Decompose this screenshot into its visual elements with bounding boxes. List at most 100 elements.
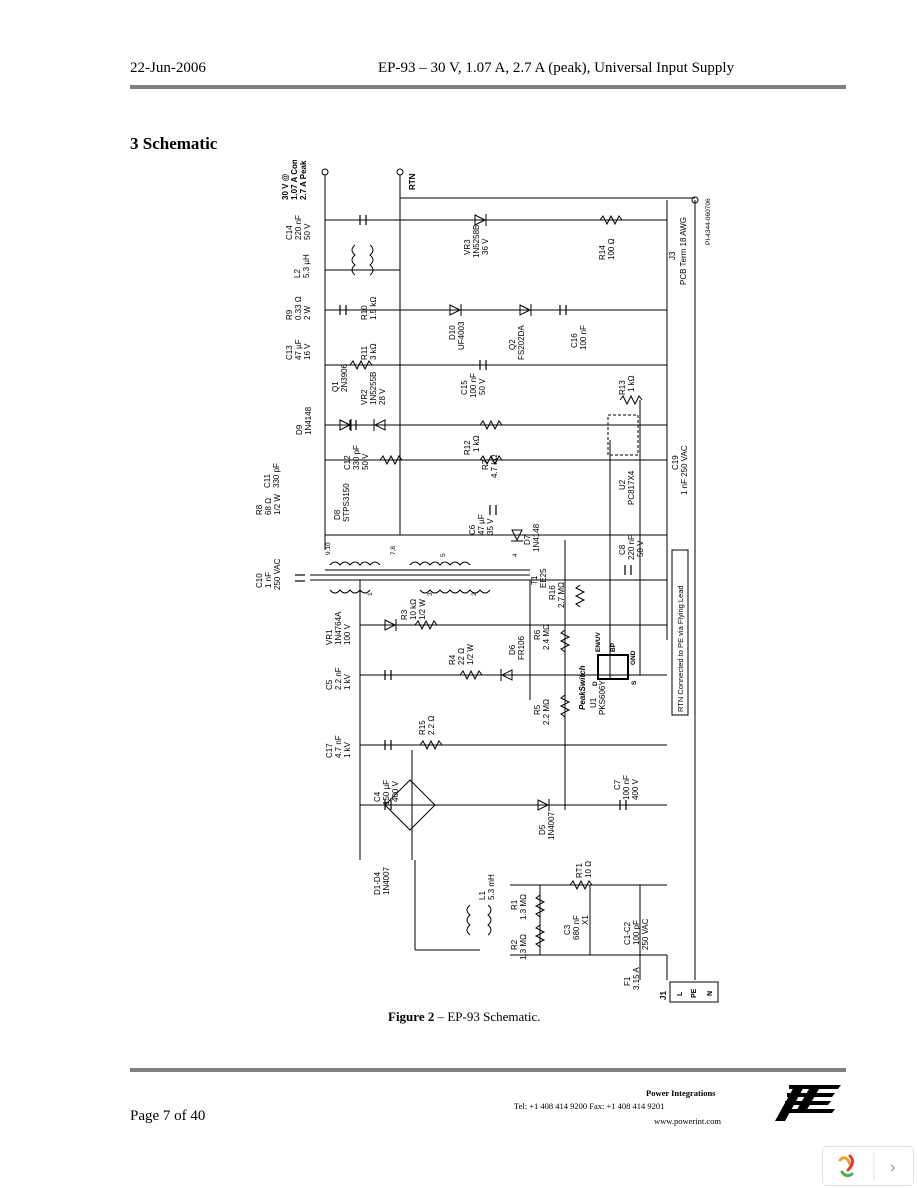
- output-voltage-label: 30 V @: [281, 173, 290, 200]
- header-date: 22-Jun-2006: [130, 60, 206, 76]
- c1c2-rating: 250 VAC: [641, 918, 650, 950]
- viewer-app-icon[interactable]: [838, 1154, 855, 1178]
- r16-label: R16: [548, 585, 557, 600]
- c13-rating: 16 V: [303, 343, 312, 360]
- vr2-rating: 28 V: [378, 388, 387, 405]
- figure-caption-text: – EP-93 Schematic.: [434, 1009, 541, 1024]
- r5-value: 2.2 MΩ: [542, 699, 551, 725]
- c6-value: 47 µF: [477, 514, 486, 535]
- schematic-diagram: 30 V @ 1.07 A Cont. 2.7 A Peak RTN C14 2…: [255, 160, 719, 1003]
- t1-label: T1: [530, 575, 539, 585]
- flying-lead-note: RTN Connected to PE via Flying Lead: [676, 585, 685, 712]
- t1-value: EE25: [539, 568, 548, 588]
- rt1-value: 10 Ω: [584, 861, 593, 878]
- d1d4-value: 1N4007: [382, 866, 391, 895]
- r8-label: R8: [255, 504, 264, 515]
- j1-pe-pin: PE: [691, 988, 698, 998]
- l2-value: 5.3 µH: [302, 254, 311, 278]
- r11-label: R11: [360, 345, 369, 360]
- c17-value: 4.7 nF: [334, 735, 343, 758]
- c13-value: 47 µF: [294, 339, 303, 360]
- u1-value: PKS606Y: [598, 680, 607, 715]
- footer-website[interactable]: www.powerint.com: [654, 1116, 721, 1126]
- c11-value: 330 pF: [272, 463, 281, 488]
- r12-value: 1 kΩ: [472, 435, 481, 452]
- vr2-label: VR2: [360, 389, 369, 405]
- vr3-value: 1N5258B: [472, 225, 481, 258]
- r4-rating: 1/2 W: [466, 644, 475, 665]
- output-peak-label: 2.7 A Peak: [299, 160, 308, 200]
- d10-label: D10: [448, 325, 457, 340]
- q1-value: 2N3906: [340, 363, 349, 392]
- c7-value: 100 nF: [622, 775, 631, 800]
- c8-rating: 50 V: [636, 540, 645, 557]
- u1-pin-d: D: [592, 681, 599, 686]
- d1d4-label: D1-D4: [373, 871, 382, 895]
- j3-label: J3: [668, 251, 677, 260]
- c4-rating: 400 V: [391, 780, 400, 802]
- d7-label: D7: [523, 534, 532, 545]
- c13-label: C13: [285, 345, 294, 360]
- t1-pin-7-8: 7,8: [390, 546, 397, 555]
- header-title: EP-93 – 30 V, 1.07 A, 2.7 A (peak), Univ…: [378, 60, 735, 76]
- c14-rating: 50 V: [303, 223, 312, 240]
- u1-pin-gnd: GND: [630, 650, 637, 665]
- figure-caption-number: Figure 2: [388, 1009, 435, 1024]
- c4-value: 150 µF: [382, 780, 391, 805]
- r15-label: R15: [418, 720, 427, 735]
- r9-value: 0.33 Ω: [294, 296, 303, 320]
- section-title: 3 Schematic: [130, 134, 218, 153]
- r3-label: R3: [400, 609, 409, 620]
- c3-value: 680 nF: [572, 915, 581, 940]
- t1-pin-5: 5: [440, 553, 447, 557]
- r3-value: 10 kΩ: [409, 599, 418, 620]
- c8-label: C8: [618, 544, 627, 555]
- c11-label: C11: [263, 473, 272, 488]
- c5-rating: 1 kV: [343, 673, 352, 690]
- c15-label: C15: [460, 380, 469, 395]
- t1-pin-1: 1: [367, 592, 374, 596]
- footer-company: Power Integrations: [646, 1088, 716, 1098]
- footer-phone: Tel: +1 408 414 9200 Fax: +1 408 414 920…: [514, 1101, 665, 1111]
- c15-value: 100 nF: [469, 373, 478, 398]
- u1-label: U1: [589, 697, 598, 708]
- r13-label: R13: [618, 380, 627, 395]
- r8-rating: 1/2 W: [273, 494, 282, 515]
- c16-value: 100 nF: [579, 325, 588, 350]
- page-number: Page 7 of 40: [130, 1108, 206, 1124]
- c14-label: C14: [285, 225, 294, 240]
- c5-label: C5: [325, 679, 334, 690]
- u2-value: PC817X4: [627, 470, 636, 505]
- d5-label: D5: [538, 824, 547, 835]
- l2-label: L2: [293, 269, 302, 278]
- footer-rule: [130, 1068, 846, 1072]
- vr3-label: VR3: [463, 239, 472, 255]
- r14-value: 100 Ω: [607, 238, 616, 260]
- d6-label: D6: [508, 644, 517, 655]
- r2-value: 1.3 MΩ: [519, 934, 528, 960]
- rtn-label: RTN: [408, 173, 417, 190]
- vr2-value: 1N5255B: [369, 372, 378, 405]
- t1-pin-4: 4: [512, 553, 519, 557]
- r3-rating: 1/2 W: [418, 599, 427, 620]
- r4-label: R4: [448, 654, 457, 665]
- r10-value: 1.5 kΩ: [369, 297, 378, 320]
- r6-value: 2.4 MΩ: [542, 624, 551, 650]
- c8-value: 220 nF: [627, 535, 636, 560]
- r13-value: 1 kΩ: [627, 375, 636, 392]
- c1c2-value: 100 pF: [632, 920, 641, 945]
- drawing-number: PI-4344-060706: [705, 198, 712, 245]
- next-page-chevron-icon[interactable]: ›: [890, 1159, 895, 1176]
- t1-pin-9-10: 9,10: [325, 542, 332, 555]
- figure-caption: Figure 2 – EP-93 Schematic.: [388, 1009, 541, 1025]
- j1-n-pin: N: [707, 991, 714, 996]
- c12-rating: 50 V: [361, 453, 370, 470]
- t1-pin-3: 3: [427, 592, 434, 596]
- c4-label: C4: [373, 791, 382, 802]
- u1-pin-bp: BP: [610, 642, 617, 652]
- output-current-label: 1.07 A Cont.: [290, 160, 299, 200]
- c10-label: C10: [255, 573, 264, 588]
- q2-value: FS202DA: [517, 325, 526, 360]
- c19-label: C19: [671, 455, 680, 470]
- vr1-label: VR1: [325, 629, 334, 645]
